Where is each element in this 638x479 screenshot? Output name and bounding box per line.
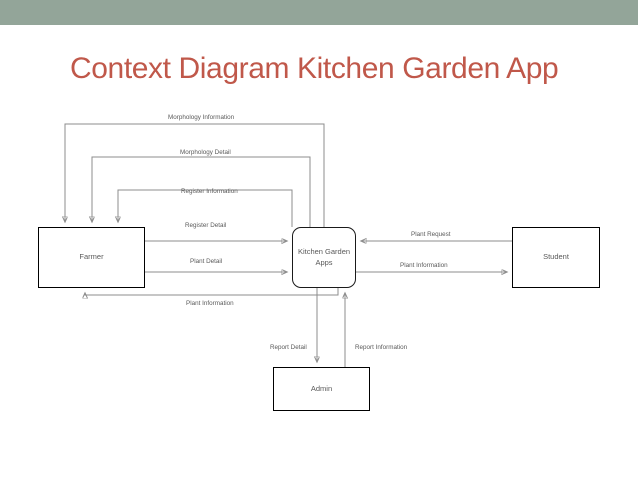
wire-plant-information-farmer xyxy=(85,288,339,295)
wire-morphology-information xyxy=(65,123,325,227)
edge-label-morphology-detail: Morphology Detail xyxy=(180,149,231,156)
edge-label-plant-detail: Plant Detail xyxy=(190,258,223,265)
edge-label-morphology-information: Morphology Information xyxy=(168,114,235,121)
page-title: Context Diagram Kitchen Garden App xyxy=(70,52,559,85)
wire-morphology-detail xyxy=(92,156,311,227)
edge-label-report-detail: Report Detail xyxy=(270,344,307,351)
edge-label-plant-information-farmer: Plant Information xyxy=(186,300,234,307)
edge-label-register-information: Register Information xyxy=(181,188,238,195)
slide-header-bar xyxy=(0,0,638,25)
entity-student-label: Student xyxy=(543,252,569,262)
entity-farmer[interactable]: Farmer xyxy=(38,227,145,288)
entity-admin[interactable]: Admin xyxy=(273,367,370,411)
edge-label-report-information: Report Information xyxy=(355,344,408,351)
edge-label-plant-request: Plant Request xyxy=(411,231,451,238)
wire-register-information xyxy=(118,189,293,227)
process-label: Kitchen Garden Apps xyxy=(298,247,350,267)
process-label-line2: Apps xyxy=(315,257,333,267)
edge-label-register-detail: Register Detail xyxy=(185,222,227,229)
entity-farmer-label: Farmer xyxy=(79,252,104,262)
entity-admin-label: Admin xyxy=(310,383,333,393)
edge-label-plant-information-student: Plant Information xyxy=(400,262,448,269)
entity-student[interactable]: Student xyxy=(512,227,600,288)
process-label-line1: Kitchen Garden xyxy=(297,247,351,257)
process-kitchen-garden-apps[interactable]: Kitchen Garden Apps xyxy=(292,227,356,288)
